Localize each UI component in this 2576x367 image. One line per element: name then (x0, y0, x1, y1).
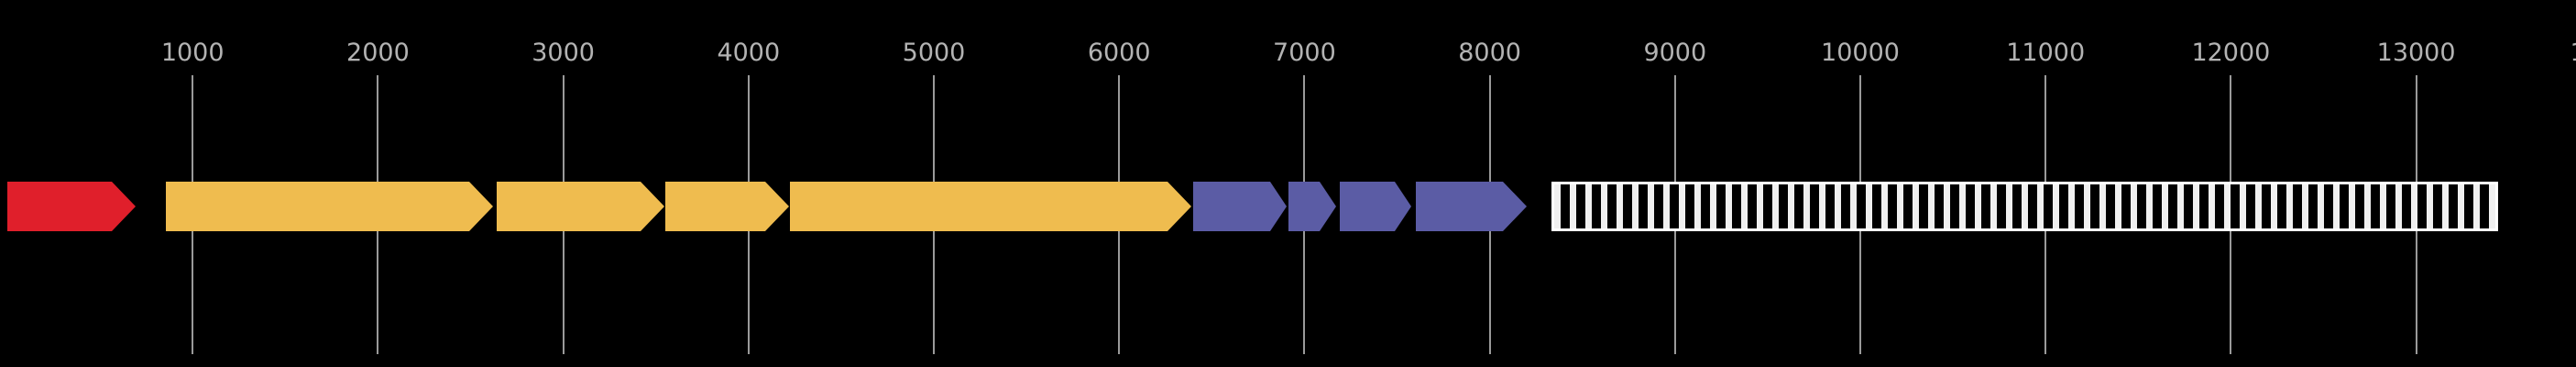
genome-feature-arrow-right[interactable] (1288, 182, 1336, 231)
genome-feature-arrow-right[interactable] (7, 182, 136, 231)
axis-tick-label: 6000 (1087, 39, 1151, 67)
axis-tick-label: 3000 (532, 39, 595, 67)
axis-tick-label: 13000 (2376, 39, 2456, 67)
axis-tick-label: 8000 (1458, 39, 1521, 67)
axis-tick-label: 9000 (1643, 39, 1707, 67)
genome-feature-hatched-box[interactable] (1551, 182, 2498, 231)
genome-feature-arrow-right[interactable] (790, 182, 1191, 231)
axis-tick-label: 2000 (346, 39, 410, 67)
axis-tick-label: 5000 (902, 39, 966, 67)
axis-tick-label: 1000 (160, 39, 225, 67)
genome-feature-arrow-right[interactable] (665, 182, 789, 231)
axis-tick-label: 4000 (717, 39, 781, 67)
genome-feature-arrow-right[interactable] (497, 182, 664, 231)
axis-tick-label: 1400 (2570, 40, 2576, 65)
axis-tick-label: 10000 (1821, 39, 1900, 67)
genome-feature-arrow-right[interactable] (166, 182, 493, 231)
genome-feature-arrow-right[interactable] (1340, 182, 1411, 231)
axis-tick-label: 12000 (2191, 39, 2271, 67)
feature-track (0, 182, 2576, 231)
axis-tick-label: 7000 (1273, 39, 1336, 67)
genome-feature-arrow-right[interactable] (1416, 182, 1527, 231)
genome-feature-arrow-right[interactable] (1193, 182, 1287, 231)
axis-tick-label: 11000 (2006, 39, 2086, 67)
